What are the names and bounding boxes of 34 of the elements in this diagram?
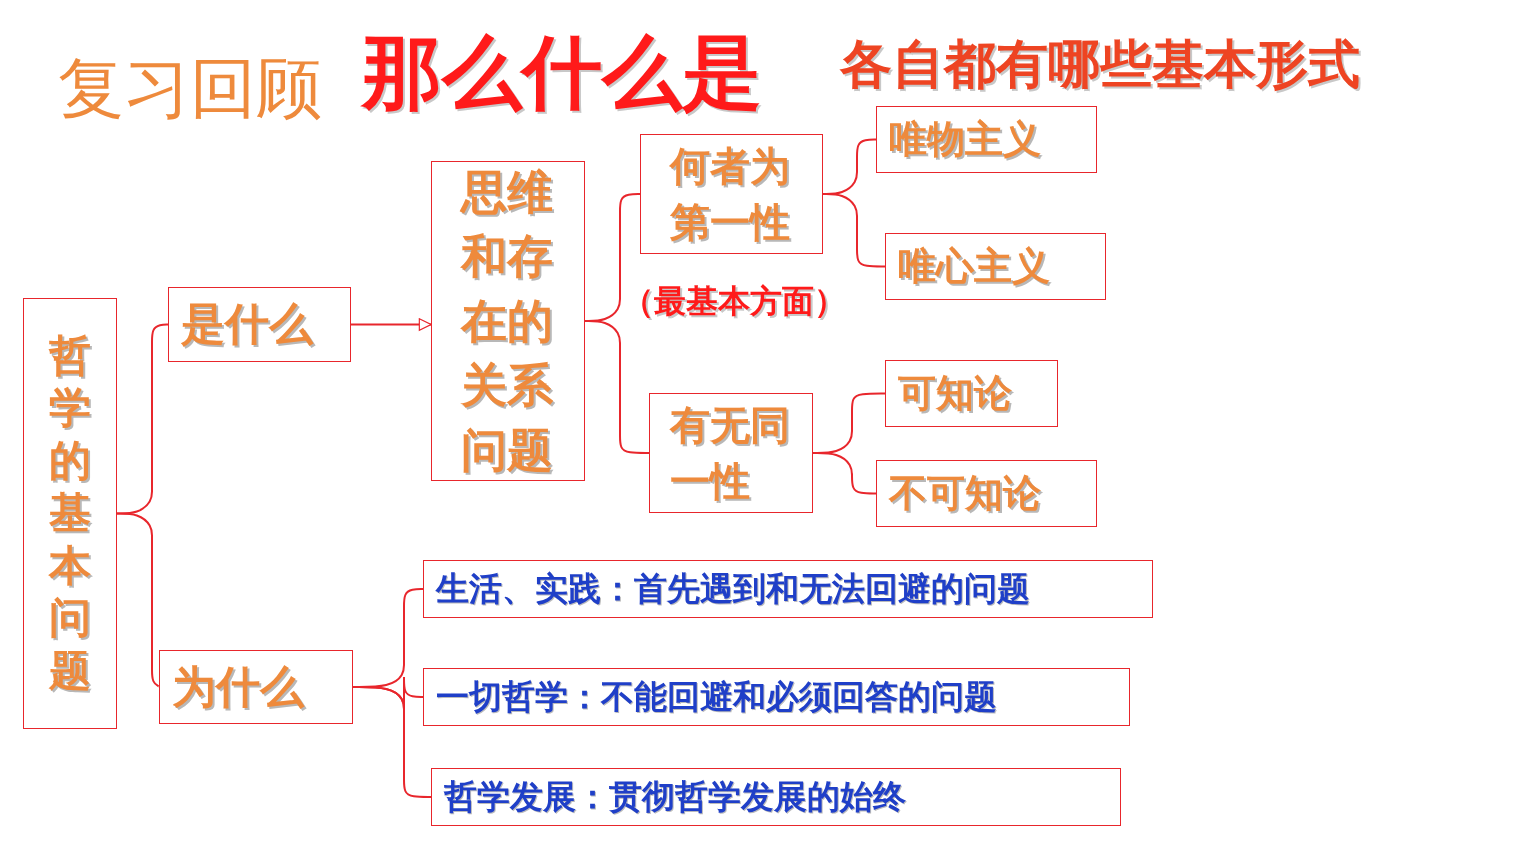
text-box bbox=[168, 287, 351, 362]
heading-text: 各自都有哪些基本形式 bbox=[840, 32, 1360, 96]
node-label: 哲学的基本问题 bbox=[49, 329, 91, 697]
note-text: （最基本方面） bbox=[622, 281, 846, 322]
node-label: 唯心主义 bbox=[898, 243, 1050, 290]
node-label: 为什么 bbox=[172, 659, 304, 714]
text-box bbox=[876, 460, 1097, 527]
node-label: 是什么 bbox=[181, 297, 313, 351]
node-label: 一切哲学：不能回避和必须回答的问题 bbox=[436, 675, 997, 718]
node-label: 可知论 bbox=[898, 370, 1012, 417]
text-box bbox=[649, 393, 813, 513]
text-box bbox=[159, 650, 353, 724]
text-box bbox=[423, 668, 1130, 726]
node-label: 有无同一性 bbox=[669, 401, 791, 506]
node-label: 唯物主义 bbox=[889, 116, 1041, 163]
node-label: 思维和存在的关系问题 bbox=[461, 164, 555, 479]
text-box bbox=[640, 134, 823, 254]
text-box bbox=[431, 768, 1121, 826]
arrow bbox=[350, 318, 432, 331]
brace-connector bbox=[116, 512, 161, 688]
node-label: 何者为第一性 bbox=[670, 142, 792, 247]
heading-text: 那么什么是 bbox=[362, 24, 762, 121]
node-label: 生活、实践：首先遇到和无法回避的问题 bbox=[436, 567, 1030, 610]
node-label: 哲学发展：贯彻哲学发展的始终 bbox=[444, 775, 906, 818]
text-box bbox=[431, 161, 585, 481]
brace-connector bbox=[812, 452, 877, 495]
text-box bbox=[423, 560, 1153, 618]
text-box bbox=[23, 298, 117, 729]
node-label: 不可知论 bbox=[889, 470, 1041, 517]
brace-connector bbox=[352, 686, 432, 798]
text-box bbox=[885, 360, 1058, 427]
text-box bbox=[876, 106, 1097, 173]
title: 复习回顾 bbox=[58, 49, 322, 129]
text-box bbox=[885, 233, 1106, 300]
